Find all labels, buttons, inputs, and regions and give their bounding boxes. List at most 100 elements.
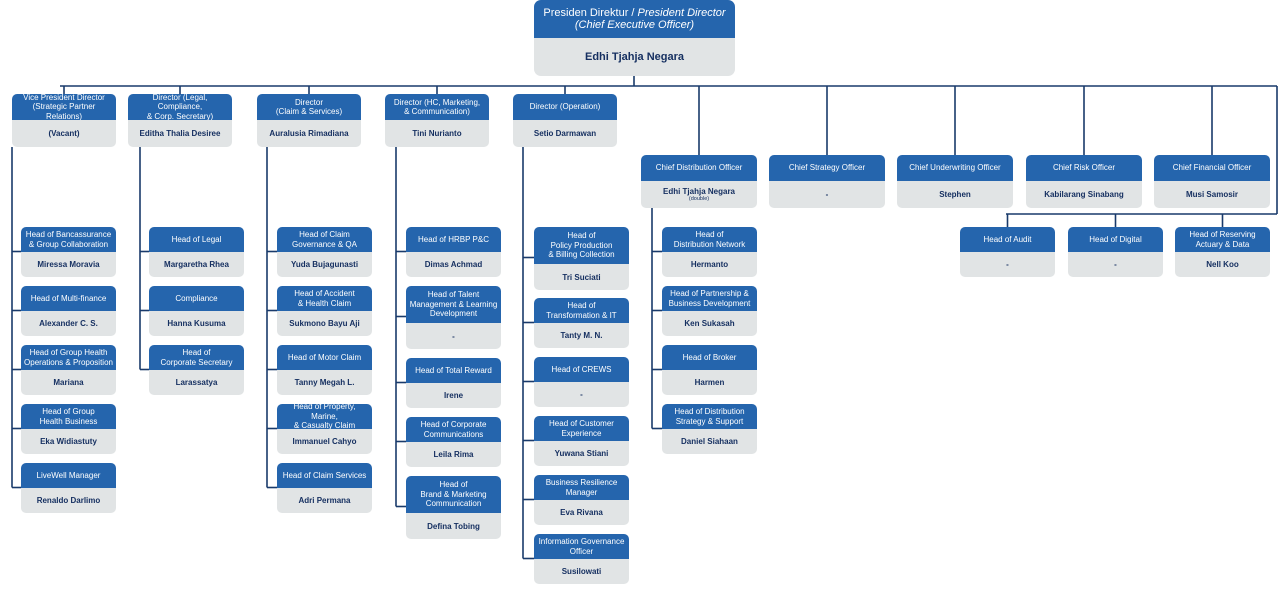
person-name: Nell Koo <box>1206 260 1239 269</box>
person-name: - <box>580 390 583 399</box>
person-name: Editha Thalia Desiree <box>139 129 221 138</box>
box-name: Yuwana Stiani <box>534 441 629 466</box>
box-name: Sukmono Bayu Aji <box>277 311 372 336</box>
box-name: Tanny Megah L. <box>277 370 372 395</box>
director-box: Director (Operation)Setio Darmawan <box>513 94 617 147</box>
person-name: Tri Suciati <box>562 272 601 282</box>
unit-box: Head of Talent Management & Learning Dev… <box>406 286 501 349</box>
box-title: Head of Motor Claim <box>277 345 372 370</box>
box-title: Chief Financial Officer <box>1154 155 1270 181</box>
person-name: Miressa Moravia <box>37 260 100 269</box>
person-name: Harmen <box>694 378 725 387</box>
box-title: LiveWell Manager <box>21 463 116 488</box>
box-name: Edhi Tjahja Negara(double) <box>641 181 757 208</box>
box-name: Alexander C. S. <box>21 311 116 336</box>
box-name: Auralusia Rimadiana <box>257 120 361 147</box>
person-name: Dimas Achmad <box>424 260 483 269</box>
box-title: Head of Reserving Actuary & Data <box>1175 227 1270 252</box>
box-title: Chief Strategy Officer <box>769 155 885 181</box>
box-name: Editha Thalia Desiree <box>128 120 232 147</box>
box-name: Tini Nurianto <box>385 120 489 147</box>
box-name: Margaretha Rhea <box>149 252 244 277</box>
director-box: Director (HC, Marketing, & Communication… <box>385 94 489 147</box>
box-name: Susilowati <box>534 559 629 584</box>
box-title: Head of Partnership & Business Developme… <box>662 286 757 311</box>
box-name: (Vacant) <box>12 120 116 147</box>
box-title: Head of Transformation & IT <box>534 298 629 323</box>
ceo-title: Presiden Direktur / President Director (… <box>534 0 735 38</box>
person-name: Eka Widiastuty <box>40 437 97 446</box>
box-name: Immanuel Cahyo <box>277 429 372 454</box>
person-name: Adri Permana <box>298 496 351 505</box>
box-title: Head of Policy Production & Billing Coll… <box>534 227 629 264</box>
box-title: Head of Distribution Strategy & Support <box>662 404 757 429</box>
box-title: Head of Digital <box>1068 227 1163 252</box>
unit-box: Head of Bancassurance & Group Collaborat… <box>21 227 116 277</box>
person-name: Defina Tobing <box>427 521 480 531</box>
person-name: Yuwana Stiani <box>554 449 609 458</box>
person-note: (double) <box>688 195 710 202</box>
box-name: Hermanto <box>662 252 757 277</box>
box-title: Head of Corporate Secretary <box>149 345 244 370</box>
box-name: Tri Suciati <box>534 264 629 290</box>
box-title: Vice President Director (Strategic Partn… <box>12 93 116 121</box>
person-name: Yuda Bujagunasti <box>290 260 359 269</box>
box-name: Daniel Siahaan <box>662 429 757 454</box>
box-name: Tanty M. N. <box>534 323 629 348</box>
person-name: Larassatya <box>175 378 218 387</box>
box-name: - <box>534 382 629 407</box>
box-name: Miressa Moravia <box>21 252 116 277</box>
person-name: Kabilarang Sinabang <box>1044 190 1124 199</box>
person-name: Margaretha Rhea <box>164 260 229 269</box>
person-name: Setio Darmawan <box>533 129 597 138</box>
person-name: Leila Rima <box>433 450 474 459</box>
box-title: Head of Group Health Operations & Propos… <box>21 345 116 370</box>
box-name: Adri Permana <box>277 488 372 513</box>
box-title: Head of Customer Experience <box>534 416 629 441</box>
unit-box: Head of Property, Marine, & Casualty Cla… <box>277 402 372 454</box>
box-name: Eka Widiastuty <box>21 429 116 454</box>
person-name: - <box>825 190 829 199</box>
person-name: Susilowati <box>561 567 602 576</box>
box-name: Mariana <box>21 370 116 395</box>
box-title: Head of Corporate Communications <box>406 417 501 442</box>
box-title: Head of Distribution Network <box>662 227 757 252</box>
box-title: Head of HRBP P&C <box>406 227 501 252</box>
box-name: Stephen <box>897 181 1013 208</box>
ceo-name: Edhi Tjahja Negara <box>534 38 735 76</box>
box-name: Harmen <box>662 370 757 395</box>
box-title: Director (HC, Marketing, & Communication… <box>385 94 489 120</box>
person-name: Hanna Kusuma <box>167 319 226 328</box>
box-name: Dimas Achmad <box>406 252 501 277</box>
box-name: Eva Rivana <box>534 500 629 525</box>
unit-box: Head of Digital- <box>1068 227 1163 277</box>
unit-box: Head of Policy Production & Billing Coll… <box>534 227 629 290</box>
box-name: Kabilarang Sinabang <box>1026 181 1142 208</box>
ceo-box: Presiden Direktur / President Director (… <box>534 0 735 76</box>
box-title: Information Governance Officer <box>534 534 629 559</box>
director-box: Director (Claim & Services)Auralusia Rim… <box>257 94 361 147</box>
box-name: Musi Samosir <box>1154 181 1270 208</box>
box-title: Chief Distribution Officer <box>641 155 757 181</box>
unit-box: Head of Partnership & Business Developme… <box>662 286 757 336</box>
